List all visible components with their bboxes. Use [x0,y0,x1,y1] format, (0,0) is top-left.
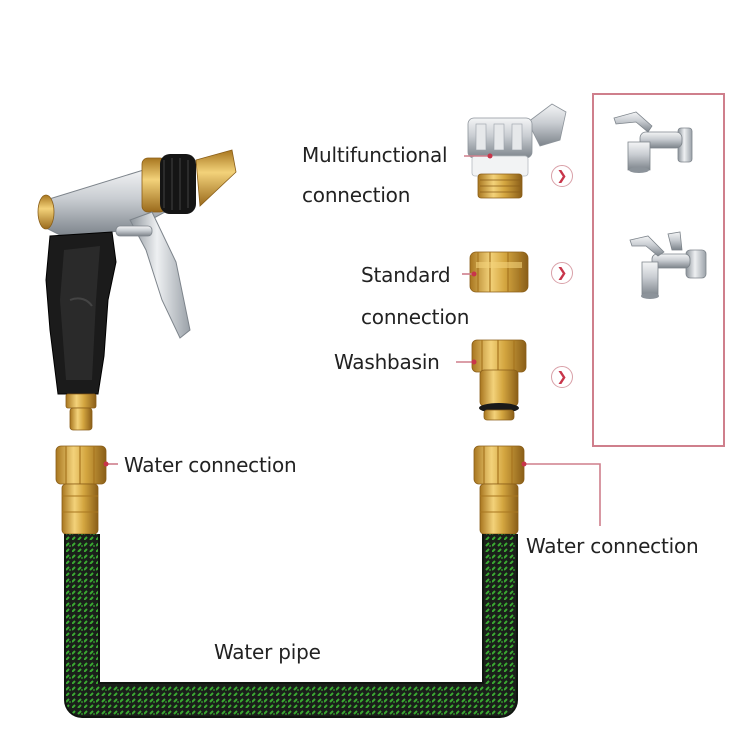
chevron-right-icon: ❯ [551,262,573,284]
brass-fitting-icon [55,445,107,535]
brass-fitting-icon [473,445,525,535]
washbasin-adapter-icon [471,339,527,421]
water-connection-right-label: Water connection [526,534,699,558]
chevron-right-icon: ❯ [551,366,573,388]
multifunctional-label: Multifunctional [302,143,448,167]
multifunctional-adapter-icon [467,103,567,199]
faucet-icon [613,111,693,173]
washbasin-label: Washbasin [334,350,440,374]
standard-label: Standard [361,263,451,287]
faucet-panel [592,93,725,447]
water-pipe-label: Water pipe [214,640,321,664]
spray-gun-icon [37,149,237,431]
standard-connection-label: connection [361,305,470,329]
hose-icon [64,534,518,718]
wall-faucet-icon [629,231,707,299]
multifunctional-connection-label: connection [302,183,411,207]
standard-adapter-icon [469,251,529,293]
chevron-right-icon: ❯ [551,165,573,187]
water-connection-left-label: Water connection [124,453,297,477]
leader-dots [103,153,527,467]
